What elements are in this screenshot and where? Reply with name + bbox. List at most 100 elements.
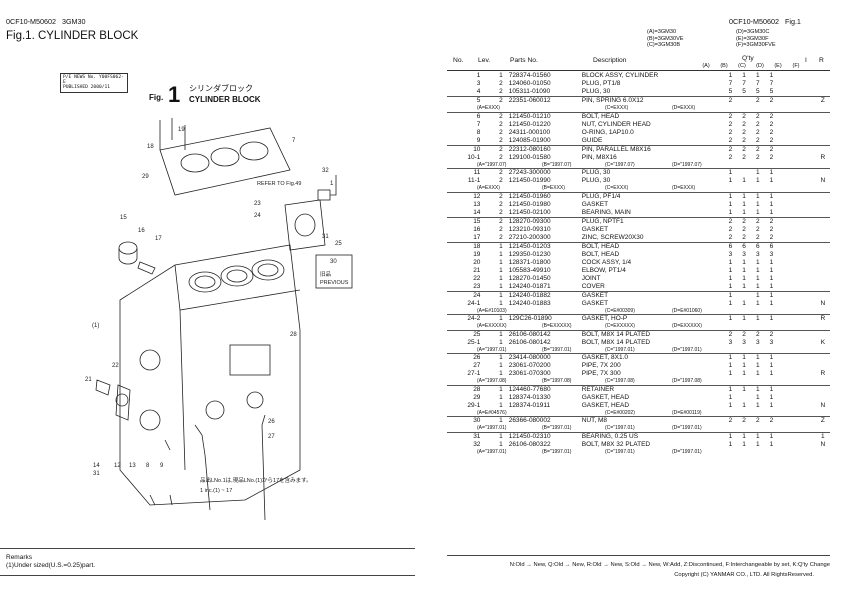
row-qty-c: 2 [755,120,760,128]
table-subrow: (A=EXXXXX)(B=EXXXXX)(C=EXXXXX)(D=EXXXXX) [447,323,830,330]
row-description: ELBOW, PT1/4 [581,266,626,274]
subrow-notes: (A="1997.01)(B="1997.01)(C="1997.01)(D="… [447,449,830,456]
row-i [806,267,816,275]
row-qty-e [778,259,792,267]
callout-28: 28 [290,332,297,338]
row-description: PIPE, 7X 300 [581,370,621,377]
remarks: Remarks (1)Under sized(U.S.=0.25)part. [6,554,95,570]
row-qty-a: 1 [728,177,733,184]
row-qty-e [778,216,792,226]
row-i [806,201,816,209]
row-qty-f [792,394,806,402]
row-qty-a: 2 [723,144,738,154]
row-qty-e [778,226,792,234]
row-qty-d: 1 [764,290,779,300]
row-qty-d: 2 [769,233,774,241]
model-legend-right: (D)=3GM30C (E)=3GM30F (F)=3GM30FVE [736,29,776,49]
row-description: RETAINER [581,384,724,394]
doc-code-left: 0CF10-M50602 3GM30 [6,17,86,26]
row-qty-f [792,370,806,378]
row-lev: 1 [480,329,503,339]
row-lev: 1 [499,338,503,346]
row-i [805,290,816,300]
row-no: 15 [447,216,481,226]
row-part-number: 105311-01090 [508,88,551,95]
news-line-1: P/E NEWS No. Y00FS062-E [63,75,124,86]
row-qty-c: 1 [755,440,760,448]
row-qty-f [791,314,806,323]
row-r [816,121,830,129]
row-qty-e [778,209,792,218]
row-qty-e [778,275,792,283]
col-description: Description [593,57,627,64]
row-no: 27 [473,362,481,369]
row-i [806,121,816,129]
row-no: 17 [473,233,481,241]
row-r [816,137,830,146]
row-part-number: 128374-01911 [508,401,551,409]
row-qty-d: 1 [769,362,774,369]
row-part-number: 26106-080322 [508,440,551,448]
row-no: 4 [476,88,481,95]
row-qty-f [792,402,806,410]
table-subrow: (A=E#04576)(C=E#00202)(D=E#00119) [447,410,830,417]
row-part-number: 26366-080002 [502,416,582,425]
row-i [805,329,816,339]
col-lev: Lev. [478,57,491,64]
row-part-number: 24311-000100 [508,128,551,136]
row-part-number: 27243-300000 [502,168,582,177]
table-subrow: (A="1997.01)(B="1997.01)(C="1997.01)(D="… [447,449,830,456]
subrow-note-d: (D="1997.07) [672,161,702,168]
row-qty-e [778,283,792,292]
row-part-number: 129350-01230 [508,250,551,258]
row-part-number: 129100-01580 [508,153,551,161]
row-qty-f [791,111,806,121]
row-i [806,177,816,185]
callout-31: 31 [322,234,329,240]
fig-number: 1 [168,82,181,107]
row-lev: 2 [480,96,503,105]
row-description: O-RING, 1AP10.0 [581,128,634,136]
row-qty-b: 2 [737,111,751,121]
row-qty-b [737,96,751,105]
row-qty-f [792,234,806,243]
row-part-number: 123210-09310 [508,225,551,233]
row-qty-c: 1 [750,191,765,201]
row-lev: 1 [499,299,503,307]
note-line-2: 1 inc.(1) ~ 17 [200,488,232,494]
row-no: 12 [447,191,481,201]
page-title: Fig.1. CYLINDER BLOCK [6,30,139,42]
row-lev: 2 [499,136,503,144]
row-qty-d: 1 [764,431,779,441]
row-qty-b: 2 [742,225,746,233]
subrow-notes: (A=EXXXXX)(B=EXXXXX)(C=EXXXXX)(D=EXXXXX) [447,323,830,330]
row-r [816,267,830,275]
row-part-number: 22312-080160 [502,144,582,154]
row-qty-d: 2 [764,329,779,339]
row-no: 11 [447,168,481,177]
subrow-note-a: (A="1997.01) [477,346,507,353]
remarks-rule-top [0,548,415,549]
subrow-note-d: (D="1997.01) [672,346,702,353]
row-qty-c: 1 [750,384,765,394]
row-qty-b: 1 [742,258,746,266]
subrow-note-b: (B="1997.01) [542,448,572,455]
row-r [816,275,830,283]
row-qty-d: 1 [769,401,774,409]
row-qty-e [778,201,792,209]
row-r [815,241,830,251]
row-r [816,394,830,402]
row-qty-b: 1 [742,370,746,377]
row-no: 31 [447,431,481,441]
row-qty-b [737,168,751,177]
